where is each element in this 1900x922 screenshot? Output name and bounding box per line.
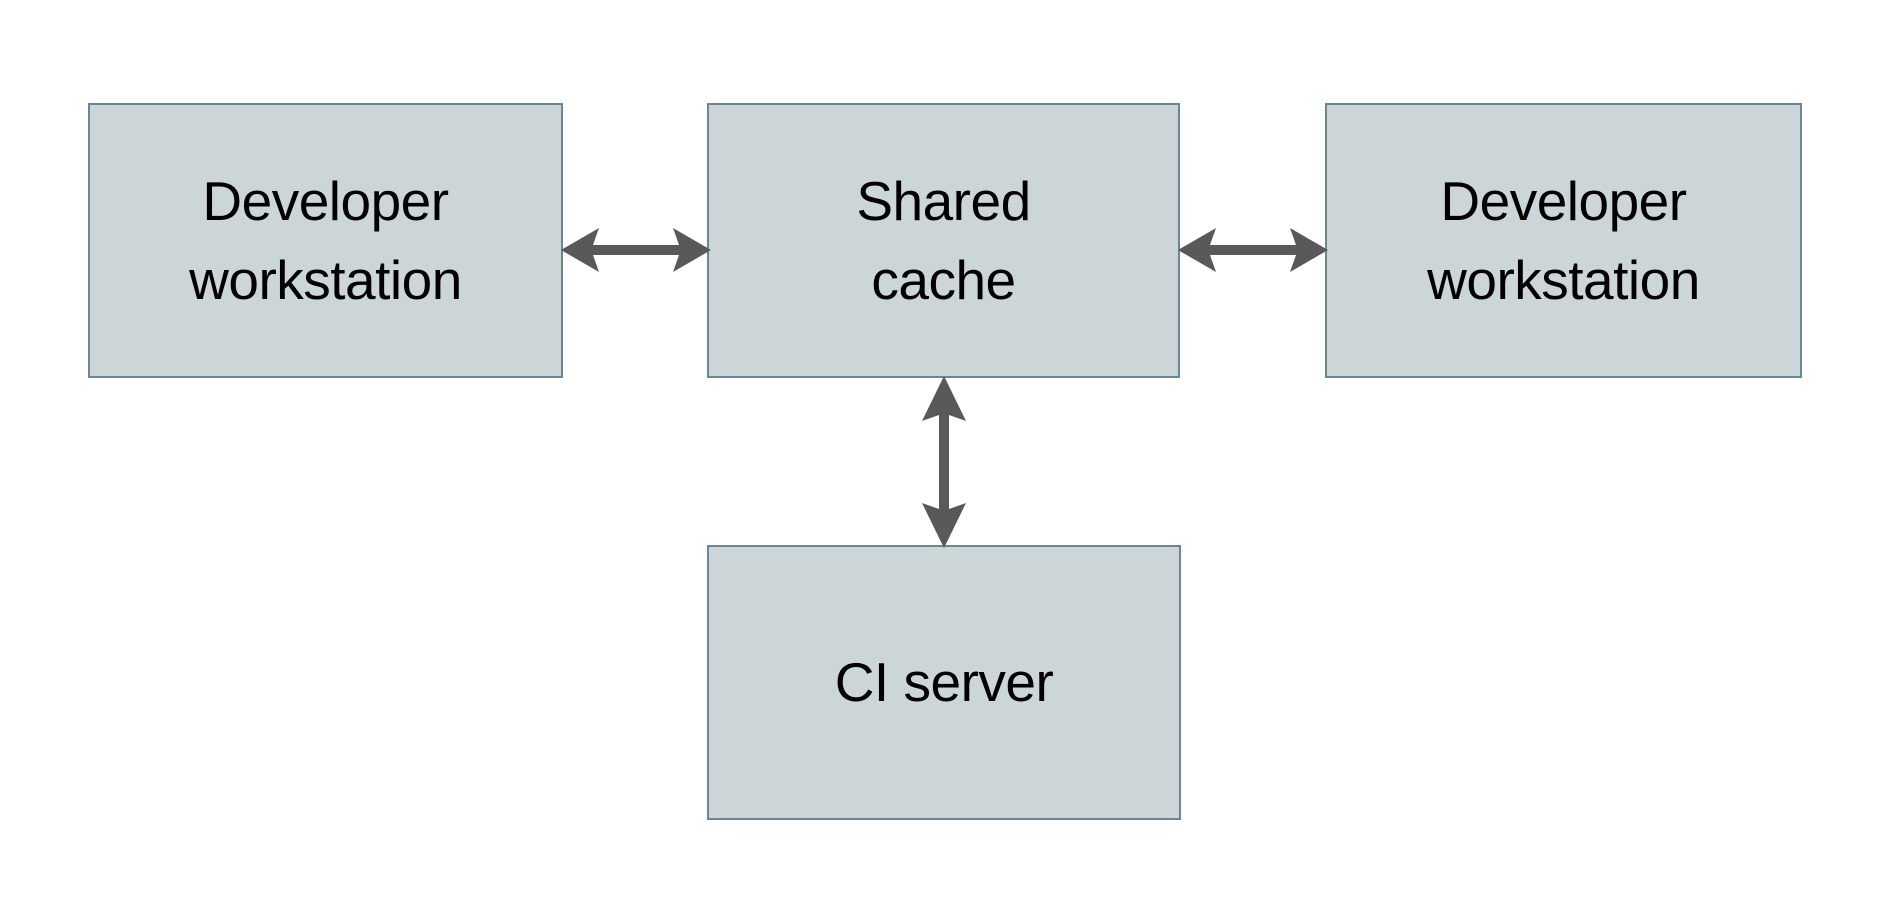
node-label: Developer workstation bbox=[189, 170, 462, 311]
double-arrow-icon bbox=[561, 228, 711, 272]
edge-shared-cache-to-ci-server[interactable] bbox=[909, 376, 979, 548]
node-developer-workstation-left[interactable]: Developer workstation bbox=[88, 103, 563, 378]
node-label: Developer workstation bbox=[1427, 170, 1700, 311]
double-arrow-icon bbox=[922, 376, 966, 548]
node-shared-cache[interactable]: Shared cache bbox=[707, 103, 1180, 378]
node-developer-workstation-right[interactable]: Developer workstation bbox=[1325, 103, 1802, 378]
node-label: CI server bbox=[834, 651, 1054, 714]
edge-shared-cache-to-developer-right[interactable] bbox=[1178, 215, 1328, 285]
node-label: Shared cache bbox=[856, 170, 1031, 311]
double-arrow-icon bbox=[1178, 228, 1328, 272]
edge-developer-left-to-shared-cache[interactable] bbox=[561, 215, 711, 285]
node-ci-server[interactable]: CI server bbox=[707, 545, 1181, 820]
